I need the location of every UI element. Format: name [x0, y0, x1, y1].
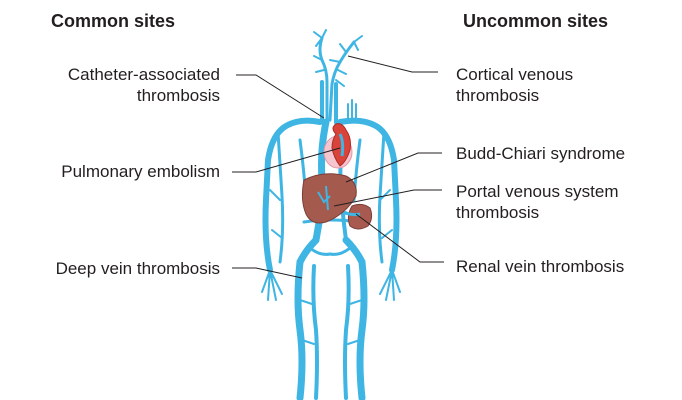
leader-cortical [348, 56, 438, 72]
label-renal-vein-thrombosis: Renal vein thrombosis [456, 256, 624, 277]
leader-catheter [236, 75, 324, 118]
common-sites-header: Common sites [51, 10, 175, 32]
label-deep-vein-thrombosis: Deep vein thrombosis [56, 258, 220, 279]
label-budd-chiari-syndrome: Budd-Chiari syndrome [456, 143, 625, 164]
uncommon-sites-header: Uncommon sites [463, 10, 608, 32]
label-cortical-venous-thrombosis: Cortical venous thrombosis [456, 64, 573, 106]
label-pulmonary-embolism: Pulmonary embolism [61, 161, 220, 182]
label-catheter-associated-thrombosis: Catheter-associated thrombosis [68, 64, 220, 106]
label-portal-venous-system-thrombosis: Portal venous system thrombosis [456, 181, 619, 223]
